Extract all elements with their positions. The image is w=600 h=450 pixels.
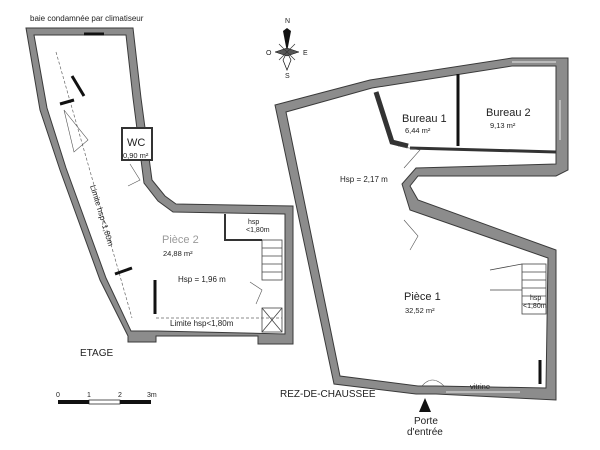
rdc-level-label: REZ-DE-CHAUSSEE xyxy=(280,389,376,400)
bureau2-area: 9,13 m² xyxy=(490,121,516,130)
piece2-label: Pièce 2 xyxy=(162,234,199,246)
rdc-vitrine-label: vitrine xyxy=(470,382,490,391)
scale-bar: 0 1 2 3m xyxy=(56,392,157,405)
piece2-area: 24,88 m² xyxy=(163,249,193,258)
etage-hsp-main: Hsp = 1,96 m xyxy=(178,275,226,284)
scale-seg-1 xyxy=(58,400,89,404)
etage-door-swing-2 xyxy=(127,163,141,187)
compass-needle-south xyxy=(282,51,292,71)
etage-plan: baie condamnée par climatiseur WC 0,90 m… xyxy=(25,14,294,359)
bureau-partition-left xyxy=(373,91,409,149)
scale-seg-2 xyxy=(88,399,121,405)
etage-limit-bottom-label: Limite hsp<1,80m xyxy=(170,319,234,328)
bureau2-label: Bureau 2 xyxy=(486,107,531,119)
rdc-hsp-main: Hsp = 2,17 m xyxy=(340,175,388,184)
etage-level-label: ETAGE xyxy=(80,348,113,359)
compass-e: E xyxy=(303,50,308,57)
bureau1-label: Bureau 1 xyxy=(402,113,447,125)
bureau1-area: 6,44 m² xyxy=(405,126,431,135)
etage-cupboard-cross xyxy=(261,307,283,333)
etage-window-left-2 xyxy=(70,75,86,97)
etage-door-swing-1 xyxy=(63,109,89,153)
wc-area: 0,90 m² xyxy=(123,151,149,160)
etage-window-left-3 xyxy=(114,266,133,276)
compass-o: O xyxy=(266,50,272,57)
rdc-inner-floor xyxy=(285,65,557,389)
wc-room xyxy=(121,127,153,161)
rdc-hsp-small-2: <1,80m xyxy=(523,303,547,310)
rdc-stair-treads xyxy=(522,271,546,305)
etage-door-swing-3 xyxy=(249,281,263,305)
compass-s: S xyxy=(285,73,290,80)
scale-seg-3 xyxy=(120,400,151,404)
compass-icon: N S E O xyxy=(266,18,308,80)
wc-label: WC xyxy=(127,137,145,149)
rdc-hsp-small-1: hsp xyxy=(530,295,541,302)
rdc-door-swing-1 xyxy=(397,145,421,169)
bureau-partition-bottom xyxy=(409,146,557,154)
etage-hsp-small-2: <1,80m xyxy=(246,227,270,234)
etage-window-left-1 xyxy=(59,98,75,106)
rdc-door-swing-2 xyxy=(403,219,419,251)
rdc-entry-label-2: d'entrée xyxy=(407,427,443,438)
rdc-entry-label-1: Porte xyxy=(414,416,438,427)
etage-stair xyxy=(261,239,283,281)
rdc-plan: Bureau 1 6,44 m² Bureau 2 9,13 m² Hsp = … xyxy=(274,57,569,438)
compass-n: N xyxy=(285,18,290,25)
piece1-label: Pièce 1 xyxy=(404,291,441,303)
etage-note-top: baie condamnée par climatiseur xyxy=(30,14,144,23)
rdc-door-swing-entry xyxy=(421,379,445,387)
scale-t1: 1 xyxy=(87,392,91,399)
etage-partition xyxy=(224,214,262,241)
etage-inner-floor xyxy=(33,34,286,335)
scale-t2: 2 xyxy=(118,392,122,399)
compass-needle-diag xyxy=(278,43,296,61)
scale-t0: 0 xyxy=(56,392,60,399)
piece1-area: 32,52 m² xyxy=(405,306,435,315)
etage-hsp-small-1: hsp xyxy=(248,219,259,226)
etage-stair-treads xyxy=(262,247,282,273)
rdc-stair-rail xyxy=(489,263,523,291)
compass-needle-north xyxy=(283,28,291,52)
entry-arrow-icon xyxy=(419,398,431,412)
scale-t3: 3m xyxy=(147,392,157,399)
